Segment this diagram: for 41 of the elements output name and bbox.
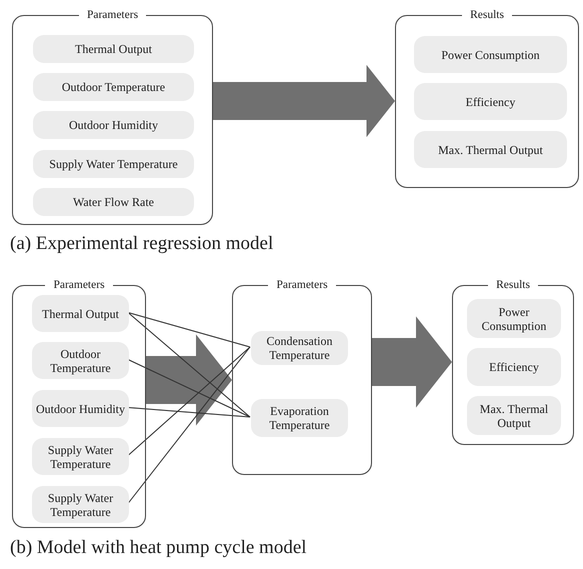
connector-line bbox=[128, 407, 250, 418]
pill-label: Outdoor Temperature bbox=[60, 80, 166, 94]
pill-label: Efficiency bbox=[488, 360, 540, 374]
pill-label: Efficiency bbox=[464, 94, 516, 108]
parameter-pill bbox=[251, 399, 348, 437]
pill-label: Evaporation Temperature bbox=[268, 404, 331, 432]
pill-label: Outdoor Humidity bbox=[68, 118, 159, 132]
pill-label: Supply Water Temperature bbox=[48, 157, 179, 171]
parameter-pill bbox=[32, 486, 129, 523]
pill-label: Thermal Output bbox=[41, 306, 120, 320]
block-arrow bbox=[213, 64, 395, 138]
pill-label: Power Consumption bbox=[440, 48, 541, 62]
connector-line bbox=[128, 346, 250, 504]
pill-label: Outdoor Humidity bbox=[35, 402, 126, 416]
parameter-pill bbox=[32, 295, 129, 332]
panel-heading: Results bbox=[462, 9, 512, 21]
pill-label: Outdoor Temperature bbox=[49, 346, 112, 374]
figure-caption: (a) Experimental regression model bbox=[10, 233, 274, 255]
connector-line bbox=[128, 312, 250, 348]
pill-label: Condensation Temperature bbox=[266, 334, 334, 362]
pill-label: Max. Thermal Output bbox=[478, 402, 550, 430]
figure-caption: (b) Model with heat pump cycle model bbox=[10, 537, 307, 559]
parameter-pill bbox=[32, 390, 129, 427]
parameter-pill bbox=[32, 342, 129, 379]
panel-heading: Parameters bbox=[268, 279, 336, 291]
pill-label: Thermal Output bbox=[74, 42, 153, 56]
panel-heading: Parameters bbox=[45, 279, 113, 291]
block-arrow bbox=[372, 316, 452, 408]
panel-heading: Parameters bbox=[78, 9, 146, 21]
connector-line bbox=[128, 312, 250, 418]
pill-label: Max. Thermal Output bbox=[437, 142, 544, 156]
parameter-pill bbox=[32, 438, 129, 475]
connector-line bbox=[128, 346, 250, 456]
pill-label: Water Flow Rate bbox=[72, 195, 155, 209]
panel-heading: Results bbox=[488, 279, 538, 291]
parameter-pill bbox=[251, 331, 348, 365]
pill-label: Supply Water Temperature bbox=[46, 442, 114, 470]
pill-label: Supply Water Temperature bbox=[46, 490, 114, 518]
connector-line bbox=[128, 359, 250, 418]
pill-label: Power Consumption bbox=[480, 304, 548, 332]
block-arrow bbox=[146, 334, 232, 426]
